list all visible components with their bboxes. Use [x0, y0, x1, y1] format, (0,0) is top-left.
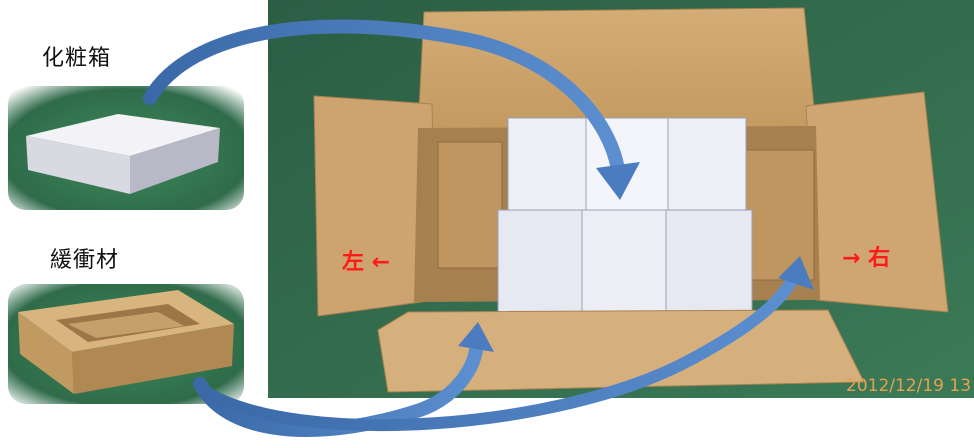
open-carton-photo: 左 ← → 右 2012/12/19 13 — [268, 0, 974, 398]
curved-arrow-icon — [143, 19, 640, 200]
photo-timestamp: 2012/12/19 13 — [846, 376, 972, 396]
cosmetic-box-photo — [8, 86, 244, 210]
right-direction-label: → 右 — [842, 246, 891, 271]
cosmetic-box-label: 化粧箱 — [42, 46, 112, 71]
cushion-label: 緩衝材 — [50, 248, 120, 273]
left-direction-label: 左 ← — [342, 250, 391, 275]
curved-arrow-icon — [200, 256, 814, 432]
